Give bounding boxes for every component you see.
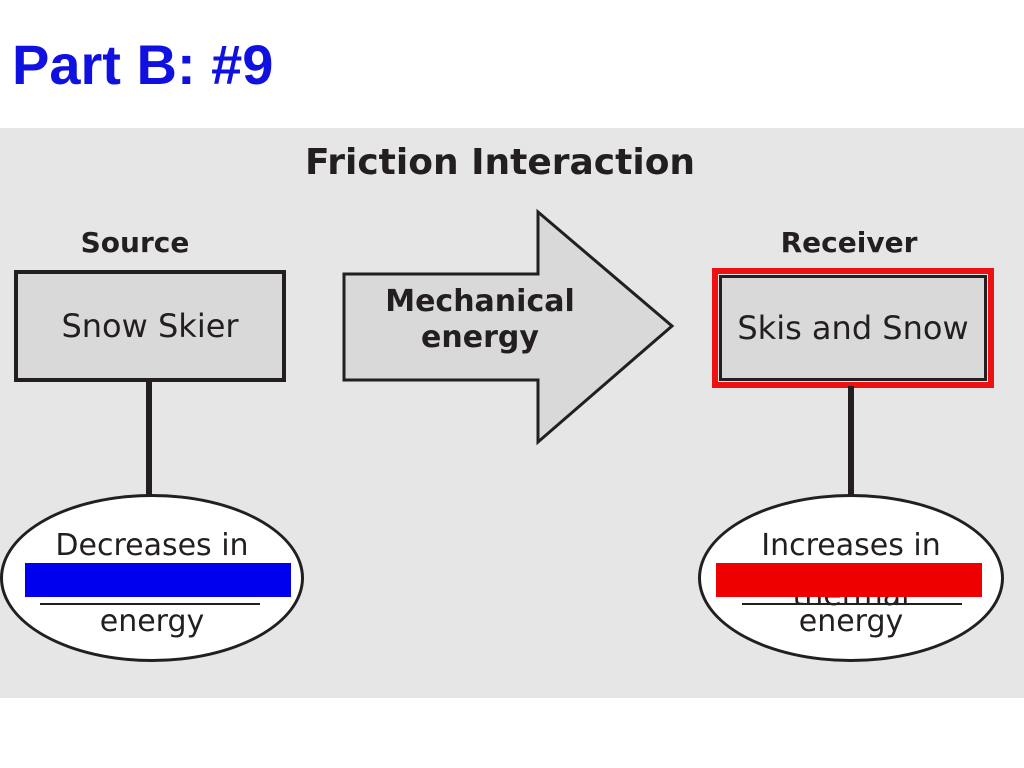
arrow-shape bbox=[342, 208, 675, 446]
receiver-label: Receiver bbox=[780, 226, 918, 259]
receiver-blank-line bbox=[742, 603, 962, 605]
receiver-box: Skis and Snow bbox=[719, 275, 987, 381]
receiver-ellipse-top-text: Increases in bbox=[761, 528, 941, 563]
source-ellipse-top-text: Decreases in bbox=[55, 528, 249, 563]
source-label: Source bbox=[80, 226, 190, 259]
arrow-label-line1: Mechanical bbox=[385, 284, 575, 319]
diagram-title: Friction Interaction bbox=[304, 142, 696, 183]
source-blank-line bbox=[40, 603, 260, 605]
source-answer-cover bbox=[25, 563, 291, 597]
receiver-ellipse-bottom-text: energy bbox=[798, 604, 904, 639]
source-ellipse-bottom-text: energy bbox=[99, 604, 205, 639]
arrow-label-line2: energy bbox=[421, 320, 539, 355]
receiver-answer-cover bbox=[716, 563, 982, 597]
arrow-label: Mechanical energy bbox=[360, 284, 600, 356]
receiver-highlight bbox=[712, 268, 994, 388]
source-connector bbox=[146, 380, 152, 500]
energy-arrow bbox=[340, 208, 680, 448]
slide-title: Part B: #9 bbox=[12, 33, 274, 96]
source-box: Snow Skier bbox=[14, 270, 286, 382]
receiver-connector bbox=[848, 386, 854, 500]
